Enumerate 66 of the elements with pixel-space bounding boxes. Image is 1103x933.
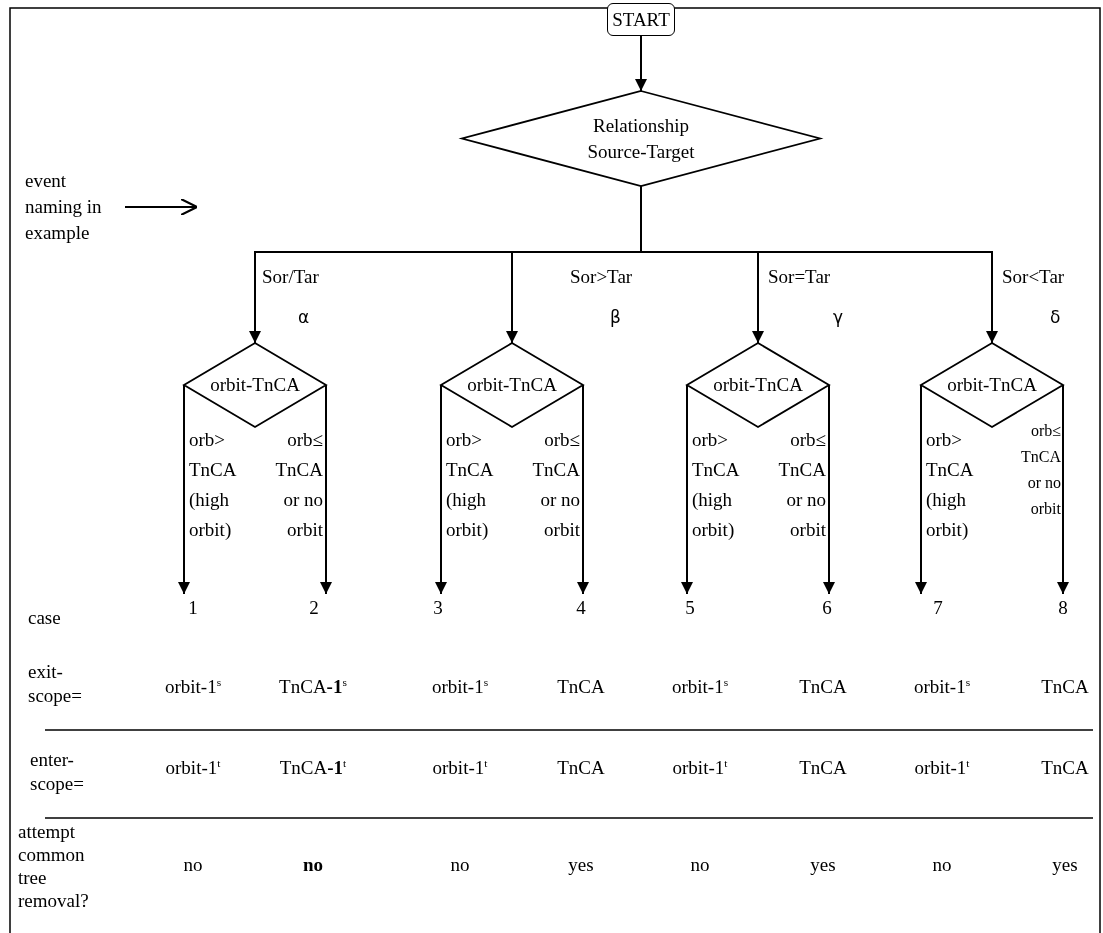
scope-value: TnCA (556, 675, 606, 699)
row-label: attempt common tree removal? (18, 820, 90, 912)
scope-value: orbit-1$^{s}$ (163, 675, 223, 699)
edge-label: orb≤ TnCA or no orbit (531, 428, 580, 542)
edge-label: orb> TnCA (high orbit) (926, 428, 974, 542)
decision-value: no (182, 853, 204, 877)
decision-value: yes (809, 853, 837, 877)
arrow (178, 384, 190, 595)
arrow (1057, 384, 1069, 595)
scope-value: orbit-1$^{s}$ (430, 675, 490, 699)
scope-value: orbit-1$^{t}$ (431, 756, 489, 780)
edge-label: orb> TnCA (high orbit) (692, 428, 740, 542)
decision-value: yes (567, 853, 595, 877)
edge-label: orb> TnCA (high orbit) (189, 428, 237, 542)
scope-value: orbit-1$^{t}$ (671, 756, 729, 780)
annotation-text: event naming in example (25, 168, 117, 248)
row-label: case (28, 606, 62, 630)
decision-diamond: orbit-TnCA (687, 343, 829, 427)
decision-value: yes (1051, 853, 1079, 877)
case-number: 8 (1048, 594, 1078, 622)
scope-value: orbit-1$^{t}$ (913, 756, 971, 780)
scope-value: TnCA (798, 675, 848, 699)
scope-value: TnCA (1040, 756, 1090, 780)
case-number: 6 (812, 594, 842, 622)
row-label: enter-scope= (30, 748, 85, 796)
event-symbol: δ (1050, 306, 1062, 329)
case-number: 4 (566, 594, 596, 622)
decision-diamond: orbit-TnCA (184, 343, 326, 427)
event-symbol: α (298, 306, 311, 329)
decision-value: no (449, 853, 471, 877)
start-box: START (607, 3, 675, 36)
decision-value: no (689, 853, 711, 877)
arrow (823, 384, 835, 595)
arrow (577, 384, 589, 595)
arrow (915, 384, 927, 595)
edge-label: Sor/Tar (262, 265, 320, 289)
case-number: 2 (298, 594, 330, 622)
decision-diamond: orbit-TnCA (441, 343, 583, 427)
case-number: 7 (916, 594, 960, 622)
case-number: 1 (178, 594, 208, 622)
event-symbol: γ (833, 306, 845, 329)
scope-value: TnCA (556, 756, 606, 780)
case-number: 3 (424, 594, 452, 622)
arrow (681, 384, 693, 595)
arrow (635, 35, 647, 92)
arrow (124, 197, 199, 217)
decision-value: no (931, 853, 953, 877)
edge-label: orb> TnCA (high orbit) (446, 428, 494, 542)
scope-value: TnCA (1040, 675, 1090, 699)
edge-label: Sor>Tar (570, 265, 634, 289)
edge-label: Sor<Tar (1002, 265, 1066, 289)
edge-label: orb≤ TnCA or no orbit (274, 428, 323, 542)
scope-value: TnCA (798, 756, 848, 780)
event-symbol: β (610, 306, 622, 329)
scope-value: orbit-1$^{t}$ (164, 756, 222, 780)
case-number: 5 (675, 594, 705, 622)
scope-value: orbit-1$^{s}$ (912, 675, 972, 699)
arrow (435, 384, 447, 595)
scope-value: TnCA-1$^{t}$ (278, 756, 348, 780)
scope-value: orbit-1$^{s}$ (670, 675, 730, 699)
edge-label: orb≤ TnCA or no orbit (777, 428, 826, 542)
decision-value: no (301, 853, 325, 877)
arrow (320, 384, 332, 595)
scope-value: TnCA-1$^{s}$ (278, 675, 348, 699)
edge-label: Sor=Tar (768, 265, 832, 289)
row-label: exit-scope= (28, 660, 83, 708)
